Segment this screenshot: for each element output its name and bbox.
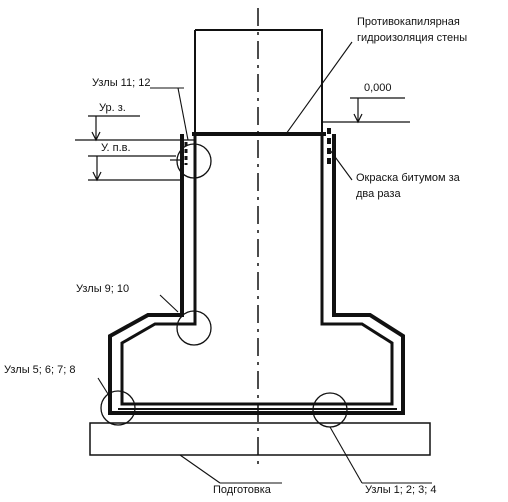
label-elevation-zero: 0,000 <box>364 82 392 94</box>
label-waterproofing-line2: гидроизоляция стены <box>357 32 468 44</box>
label-nodes-11-12: Узлы 11; 12 <box>92 77 151 89</box>
label-ground-level: Ур. з. <box>99 102 126 114</box>
ground-level-arrow <box>91 131 101 142</box>
footing-outer-insulation <box>108 134 405 415</box>
preparation-slab <box>89 422 431 456</box>
label-groundwater-level: У. п.в. <box>101 142 131 154</box>
node-circle-9-10 <box>176 310 212 346</box>
leader-bitumen <box>329 149 353 181</box>
footing-inner-body <box>120 135 394 406</box>
label-bitumen-line1: Окраска битумом за <box>356 172 460 184</box>
label-bitumen-line2: два раза <box>356 188 401 200</box>
label-nodes-5-8: Узлы 5; 6; 7; 8 <box>4 364 76 376</box>
leader-nodes-11-12-diag <box>177 87 189 141</box>
leader-preparation <box>179 454 221 484</box>
label-preparation: Подготовка <box>213 484 271 496</box>
leader-nodes-1-4 <box>329 426 363 484</box>
node-circle-5-8 <box>100 390 136 426</box>
groundwater-arrow <box>92 171 102 182</box>
leader-waterproofing <box>285 41 353 135</box>
label-nodes-1-4: Узлы 1; 2; 3; 4 <box>365 484 437 496</box>
label-waterproofing-line1: Противокапилярная <box>357 16 460 28</box>
leader-nodes-5-8 <box>97 377 109 395</box>
label-nodes-9-10: Узлы 9; 10 <box>76 283 130 295</box>
elevation-arrow <box>353 113 363 124</box>
node-circle-11-12 <box>176 143 212 179</box>
leader-nodes-9-10 <box>159 294 179 313</box>
